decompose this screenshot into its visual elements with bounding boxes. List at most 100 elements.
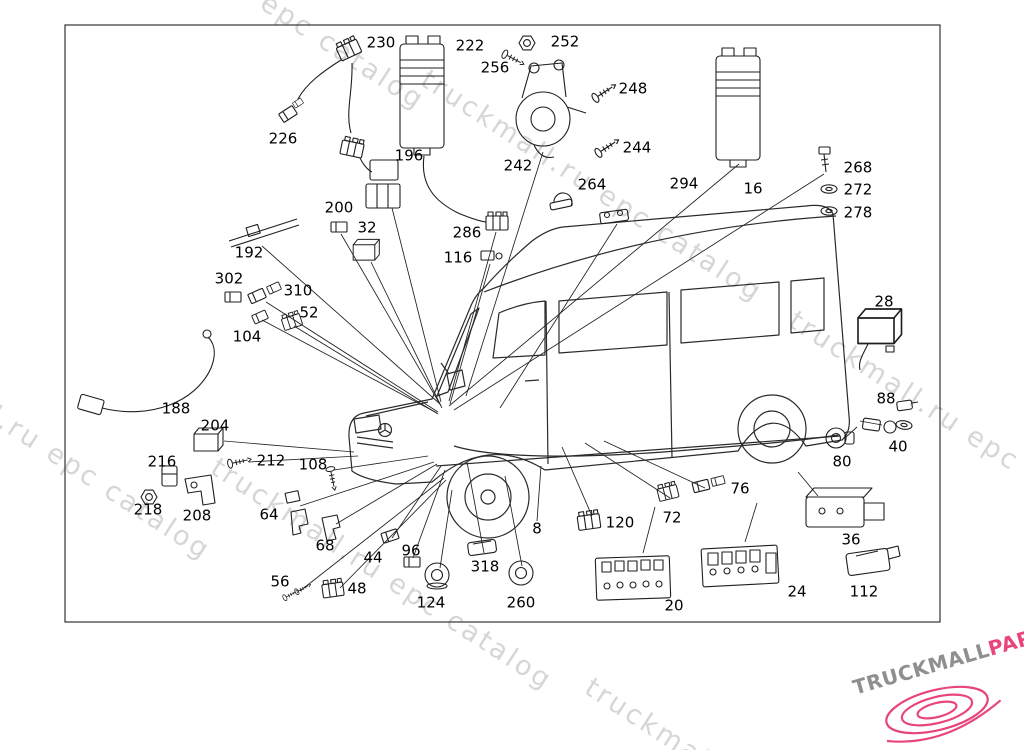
- part-label-218: 218: [133, 500, 163, 519]
- front-door-edge: [545, 300, 549, 465]
- truckmall-logo: TRUCKMALLPARTS: [850, 617, 1024, 750]
- part-label-208: 208: [182, 506, 212, 525]
- side-window-2: [680, 281, 780, 344]
- part-drawings: [77, 34, 919, 602]
- part-label-248: 248: [618, 79, 648, 98]
- mercedes-star-spokes: [379, 423, 391, 434]
- part-label-302: 302: [214, 269, 244, 288]
- part-label-112: 112: [849, 582, 879, 601]
- part-drawing-64: [284, 490, 309, 536]
- part-drawing-116: [480, 250, 503, 261]
- logo-swirl-icon: [885, 685, 1002, 743]
- part-drawing-40: [861, 417, 914, 434]
- part-drawing-36: [805, 487, 885, 528]
- roof-gutter-line: [483, 215, 837, 293]
- part-drawing-222: [399, 35, 487, 223]
- part-label-88: 88: [876, 389, 896, 408]
- part-drawing-208: [184, 474, 216, 506]
- part-drawing-28: [857, 308, 903, 371]
- part-label-20: 20: [664, 596, 684, 615]
- headlight: [353, 414, 382, 434]
- part-drawing-294: [599, 208, 629, 225]
- part-label-44: 44: [363, 548, 383, 567]
- part-label-52: 52: [299, 303, 319, 322]
- side-window-3: [790, 277, 825, 334]
- hood-crease: [365, 401, 429, 417]
- part-drawing-188: [77, 329, 215, 416]
- mirror: [440, 362, 466, 391]
- part-drawing-216: [161, 465, 178, 487]
- part-drawing-80: [825, 427, 855, 449]
- part-drawing-242: [515, 59, 587, 159]
- body-crease-line: [435, 435, 841, 467]
- part-label-196: 196: [394, 146, 424, 165]
- grille-lines: [356, 436, 394, 449]
- part-drawing-192: [228, 218, 300, 248]
- leader-lines: [223, 151, 883, 592]
- part-label-68: 68: [315, 536, 335, 555]
- part-drawing-88: [896, 399, 919, 412]
- part-label-104: 104: [232, 327, 262, 346]
- part-label-56: 56: [270, 572, 290, 591]
- part-label-116: 116: [443, 248, 473, 267]
- part-label-28: 28: [874, 292, 894, 311]
- part-drawing-318: [467, 538, 497, 557]
- windshield: [436, 307, 480, 397]
- part-label-120: 120: [605, 513, 635, 532]
- part-drawing-112: [845, 545, 901, 576]
- part-label-48: 48: [347, 579, 367, 598]
- part-label-286: 286: [452, 223, 482, 242]
- rear-wheel-rim: [753, 410, 791, 448]
- part-label-242: 242: [503, 156, 533, 175]
- sliding-door-edge: [668, 291, 673, 459]
- underbody-harness: [453, 434, 839, 457]
- diagram-border: [64, 24, 941, 623]
- door-handle: [524, 379, 540, 382]
- part-label-252: 252: [550, 32, 580, 51]
- part-label-108: 108: [298, 455, 328, 474]
- van-illustration: [348, 204, 850, 539]
- side-window-1: [558, 291, 668, 354]
- part-label-16: 16: [743, 179, 763, 198]
- part-label-294: 294: [669, 174, 699, 193]
- part-drawing-20: [594, 555, 672, 601]
- part-drawing-196: [339, 135, 401, 209]
- part-label-260: 260: [506, 593, 536, 612]
- part-label-96: 96: [401, 541, 421, 560]
- part-label-222: 222: [455, 36, 485, 55]
- part-label-72: 72: [662, 508, 682, 527]
- part-label-124: 124: [416, 593, 446, 612]
- part-drawing-264: [549, 192, 573, 211]
- part-label-256: 256: [480, 58, 510, 77]
- part-label-268: 268: [843, 158, 873, 177]
- part-label-226: 226: [268, 129, 298, 148]
- part-label-230: 230: [366, 33, 396, 52]
- part-label-204: 204: [200, 416, 230, 435]
- part-label-264: 264: [577, 175, 607, 194]
- front-wheel: [446, 455, 530, 539]
- door-window: [492, 300, 546, 359]
- part-label-272: 272: [843, 180, 873, 199]
- part-label-24: 24: [787, 582, 807, 601]
- part-label-40: 40: [888, 437, 908, 456]
- part-drawing-268: [818, 146, 831, 173]
- part-label-216: 216: [147, 452, 177, 471]
- part-label-244: 244: [622, 138, 652, 157]
- part-label-278: 278: [843, 203, 873, 222]
- part-label-212: 212: [256, 451, 286, 470]
- part-drawing-124: [424, 562, 450, 590]
- part-label-32: 32: [357, 218, 377, 237]
- part-label-200: 200: [324, 198, 354, 217]
- part-label-310: 310: [283, 281, 313, 300]
- part-label-318: 318: [470, 557, 500, 576]
- part-label-188: 188: [161, 399, 191, 418]
- part-label-64: 64: [259, 505, 279, 524]
- part-drawing-24: [700, 544, 780, 588]
- part-label-76: 76: [730, 479, 750, 498]
- part-drawing-68: [321, 514, 341, 542]
- part-label-80: 80: [832, 452, 852, 471]
- part-drawing-230: [297, 34, 363, 134]
